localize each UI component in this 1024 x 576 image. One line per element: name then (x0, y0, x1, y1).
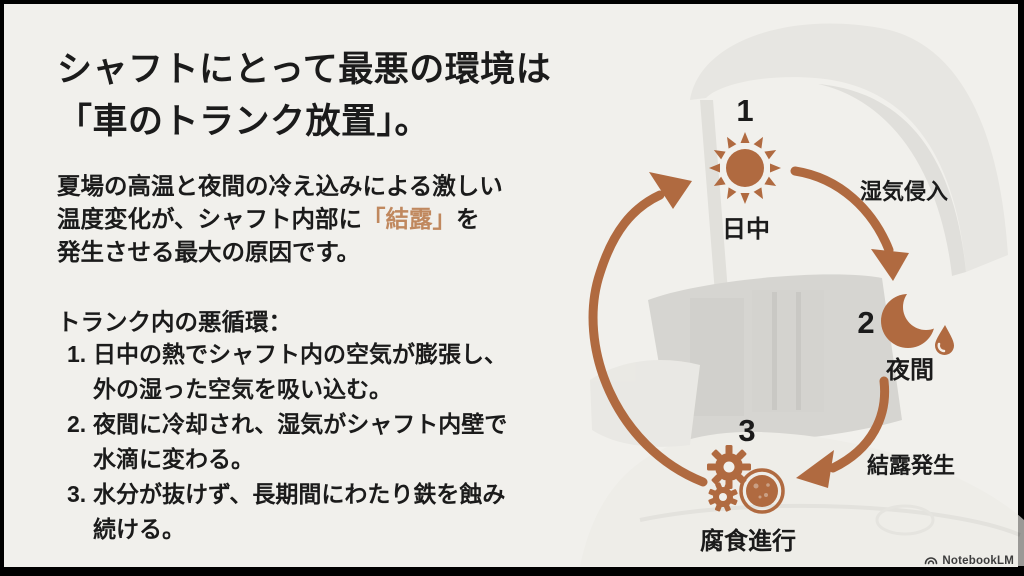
notebooklm-brand: NotebookLM (924, 554, 1014, 567)
arrow-gears-to-sun (588, 190, 708, 487)
cycle-arrows (588, 166, 909, 488)
list-item-number: 1. (67, 341, 87, 367)
step-1-number: 1 (736, 93, 754, 128)
arrowhead-to-moon (871, 249, 909, 281)
title-line-1: シャフトにとって最悪の環境は (57, 50, 552, 89)
step-2-number: 2 (857, 305, 875, 340)
list-item-number: 2. (67, 411, 87, 437)
intro-line-2: 温度変化が、シャフト内部に「結露」を (57, 206, 480, 232)
arrow-moon-to-gears (828, 376, 890, 473)
notebooklm-label: NotebookLM (942, 554, 1014, 567)
rust-spot-icon (739, 468, 785, 514)
gear-small-icon (708, 482, 738, 512)
step-3-number: 3 (738, 413, 756, 448)
vicious-cycle-list: 1. 日中の熱でシャフト内の空気が膨張し、外の湿った空気を吸い込む。 2. 夜間… (57, 337, 527, 547)
intro-line-1: 夏場の高温と夜間の冷え込みによる激しい (57, 173, 503, 199)
title-line-2: 「車のトランク放置」。 (57, 102, 431, 141)
highlight-keyword: 「結露」 (362, 206, 457, 232)
sun-icon (709, 132, 781, 204)
list-item: 1. 日中の熱でシャフト内の空気が膨張し、外の湿った空気を吸い込む。 (57, 337, 527, 407)
list-item-text: 水分が抜けず、長期間にわたり鉄を蝕み続ける。 (93, 481, 506, 542)
arrowhead-to-gears (796, 450, 834, 488)
gear-large-icon (707, 445, 751, 489)
arrow-sun-to-moon (790, 166, 894, 255)
arrowhead-to-sun (649, 172, 692, 209)
car-trunk-ghost-image (580, 23, 1024, 566)
arrow-label-moisture-intrusion: 湿気侵入 (859, 179, 948, 204)
step-2-label: 夜間 (886, 357, 934, 384)
moon-with-droplet-icon (881, 294, 954, 355)
list-item: 3. 水分が抜けず、長期間にわたり鉄を蝕み続ける。 (57, 477, 527, 547)
step-3-label: 腐食進行 (700, 528, 796, 555)
intro-line-3: 発生させる最大の原因です。 (57, 239, 361, 265)
list-item: 2. 夜間に冷却され、湿気がシャフト内壁で水滴に変わる。 (57, 407, 527, 477)
arrow-label-condensation: 結露発生 (866, 453, 955, 478)
list-item-text: 夜間に冷却され、湿気がシャフト内壁で水滴に変わる。 (93, 411, 508, 472)
notebooklm-logo-icon (925, 557, 938, 565)
list-heading: トランク内の悪循環： (57, 309, 292, 335)
list-item-number: 3. (67, 481, 87, 507)
step-1-label: 日中 (722, 216, 770, 243)
intro-paragraph: 夏場の高温と夜間の冷え込みによる激しい 温度変化が、シャフト内部に「結露」を 発… (57, 170, 503, 269)
list-item-text: 日中の熱でシャフト内の空気が膨張し、外の湿った空気を吸い込む。 (93, 341, 507, 402)
gears-corrosion-icon (707, 445, 785, 514)
slide-title: シャフトにとって最悪の環境は 「車のトランク放置」。 (57, 44, 551, 148)
